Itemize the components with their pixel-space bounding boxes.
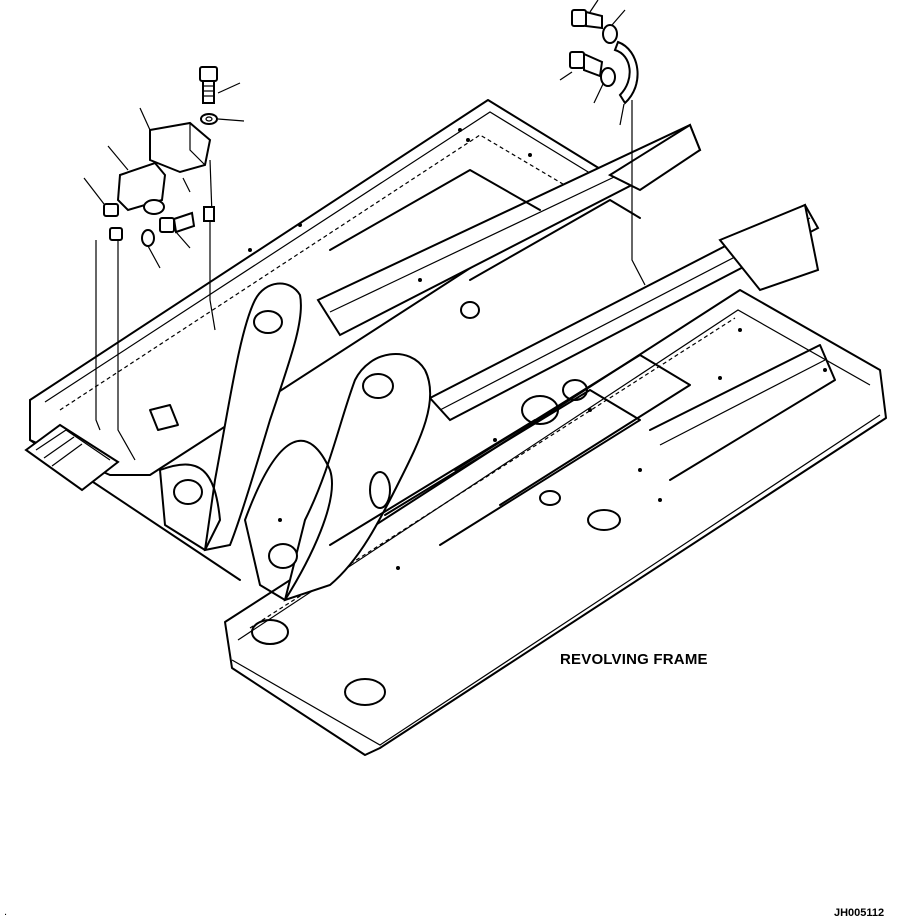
part-cover-bracket — [139, 107, 215, 222]
leader-lines-left — [95, 220, 216, 461]
part-washer-top — [200, 113, 245, 125]
step-plate — [24, 423, 120, 492]
part-nut-left — [83, 177, 123, 241]
frame-right-deck — [224, 289, 887, 756]
drawing-id: JH005112 — [834, 907, 885, 919]
part-bolt-upper-right — [571, 0, 626, 44]
frame-label: REVOLVING FRAME — [560, 651, 708, 668]
rivet-dots — [248, 128, 827, 570]
part-bolt-lower-right — [559, 51, 616, 104]
cross-members — [149, 169, 836, 706]
part-bolt-mid — [141, 211, 196, 269]
boom-bracket-right — [244, 353, 432, 602]
corner-mark: . — [4, 906, 8, 918]
part-plate-right — [613, 40, 646, 286]
part-bolt-top — [199, 66, 241, 104]
boom-bracket-left — [159, 282, 302, 552]
part-clamp-block — [107, 145, 167, 215]
